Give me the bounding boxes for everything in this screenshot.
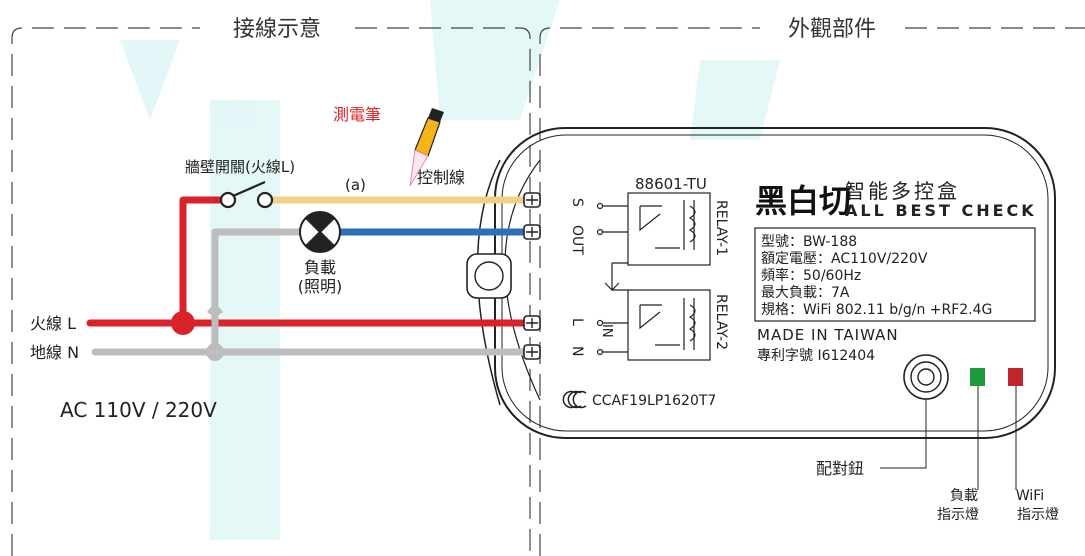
callout-lines [880,386,1017,490]
ncc-label: CCAF19LP1620T7 [592,393,716,409]
mounting-hole-icon [466,253,512,299]
terminal-block [523,192,541,360]
load-indicator-led [970,368,985,386]
port-label-out: OUT [569,225,585,255]
neutral-label: 地線 N [30,343,79,362]
in-label: IN [599,324,614,338]
watermark [120,0,780,540]
brand-logo: 黑白切 [755,182,851,220]
pair-button-label: 配對鈕 [816,459,864,478]
tester-label: 測電筆 [333,105,381,124]
spec-line: 最大負載：7A [761,285,850,301]
wires [86,196,534,356]
neutral-junction [206,343,224,361]
model-code: 88601-TU [635,175,707,193]
pair-button[interactable] [903,354,949,400]
lamp-icon [299,211,341,253]
port-label-s: S [569,198,585,207]
patent-label: 專利字號 I612404 [757,348,875,364]
wifi-indicator-led [1008,368,1023,386]
relay-schematic [596,192,711,361]
spec-line: 型號：BW-188 [761,234,857,250]
wall-switch-icon[interactable] [219,180,274,209]
load-sub-label: (照明) [298,277,343,296]
live-junction [171,311,195,335]
live-to-switch [179,196,232,327]
spec-line: 額定電壓：AC110V/220V [761,251,928,267]
terminal-screws [526,195,538,357]
section-frames [11,27,1085,556]
spec-box [754,227,1036,322]
section-title-wiring: 接線示意 [233,17,321,42]
live-label: 火線 L [30,314,76,333]
port-label-l: L [569,318,585,326]
wifi-led-label: WiFi [1016,488,1044,504]
wall-switch-label: 牆壁開關(火線L) [185,158,295,176]
made-in-label: MADE IN TAIWAN [757,326,899,344]
voltage-label: AC 110V / 220V [60,398,217,422]
control-wire-label: 控制線 [417,168,465,187]
load-led-sub-label: 指示燈 [937,507,979,523]
relay1-label: RELAY-1 [713,200,729,256]
spec-lines: 型號：BW-188 額定電壓：AC110V/220V 頻率：50/60Hz 最大… [761,234,992,318]
point-a-label: (a) [345,176,366,194]
spec-line: 規格：WiFi 802.11 b/g/n +RF2.4G [761,302,992,318]
section-title-parts: 外觀部件 [788,17,876,42]
ncc-icon [562,390,587,409]
spec-line: 頻率：50/60Hz [761,267,861,284]
port-label-n: N [569,346,585,356]
load-label: 負載 [304,258,336,277]
relay2-label: RELAY-2 [713,294,729,350]
voltage-tester-icon [409,108,444,187]
wifi-led-sub-label: 指示燈 [1017,507,1059,523]
brand-cn: 智能多控盒 [845,179,960,203]
brand-en: ALL BEST CHECK [845,201,1037,220]
neutral-hop [206,306,224,316]
load-led-label: 負載 [950,488,978,504]
